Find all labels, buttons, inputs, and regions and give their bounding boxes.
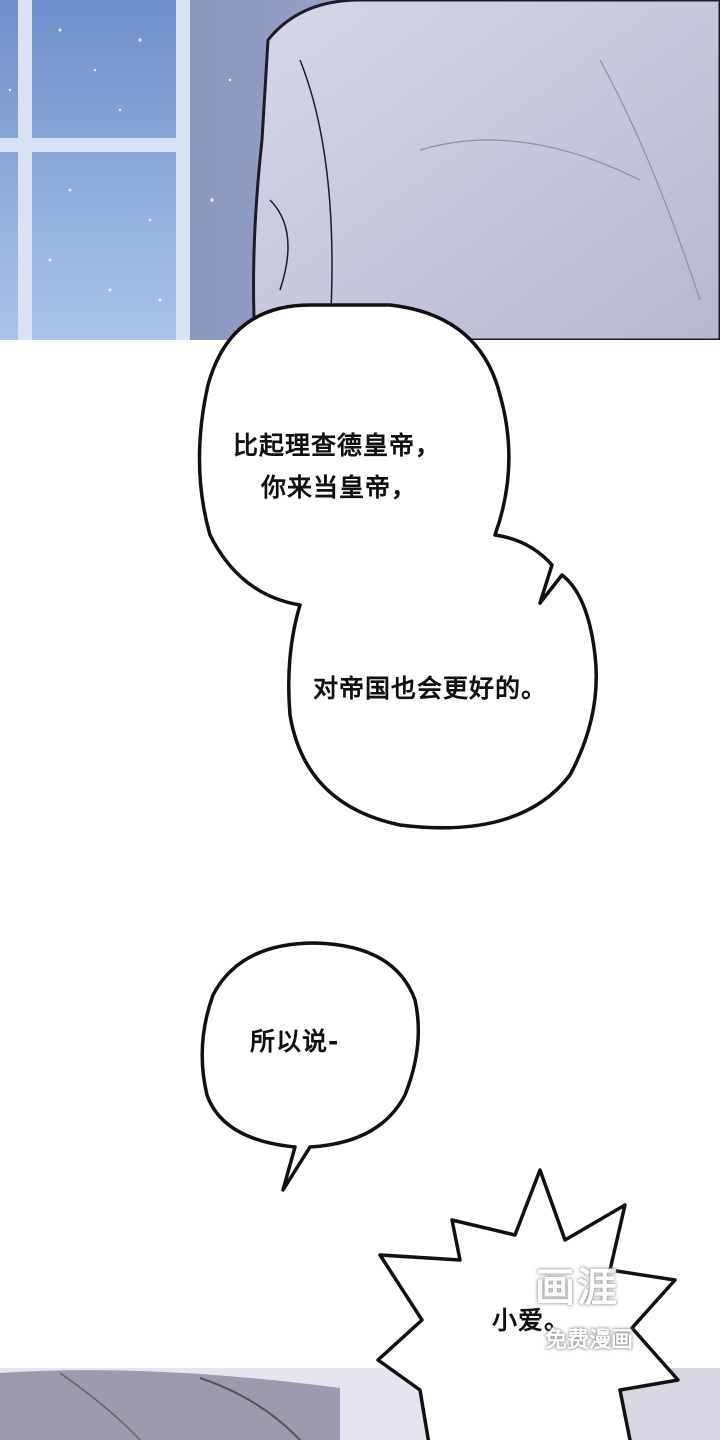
bubble-3-line-1: 所以说- xyxy=(250,1027,340,1056)
bubble-2-line-1: 对帝国也会更好的。 xyxy=(313,674,548,703)
speech-bubble-double xyxy=(197,303,598,830)
bubble-4-line-1: 小爱。 xyxy=(492,1306,571,1335)
bubble-4-text: 小爱。 xyxy=(492,1300,570,1342)
bubble-1-line-2: 你来当皇帝， xyxy=(261,473,418,502)
bubble-2-text: 对帝国也会更好的。 xyxy=(313,668,547,710)
speech-bubble-3 xyxy=(200,941,421,1192)
watermark-caption: 免费漫画 xyxy=(545,1328,634,1353)
top-comic-panel xyxy=(0,0,720,340)
bubble-3-text: 所以说- xyxy=(250,1021,339,1063)
bubble-1-line-1: 比起理查德皇帝， xyxy=(233,431,442,460)
watermark-logo: 画涯 xyxy=(535,1265,619,1311)
window-and-figure-illustration xyxy=(0,0,720,340)
bubble-1-text: 比起理查德皇帝， 你来当皇帝， xyxy=(233,425,441,509)
shout-bubble-4 xyxy=(376,1168,680,1440)
